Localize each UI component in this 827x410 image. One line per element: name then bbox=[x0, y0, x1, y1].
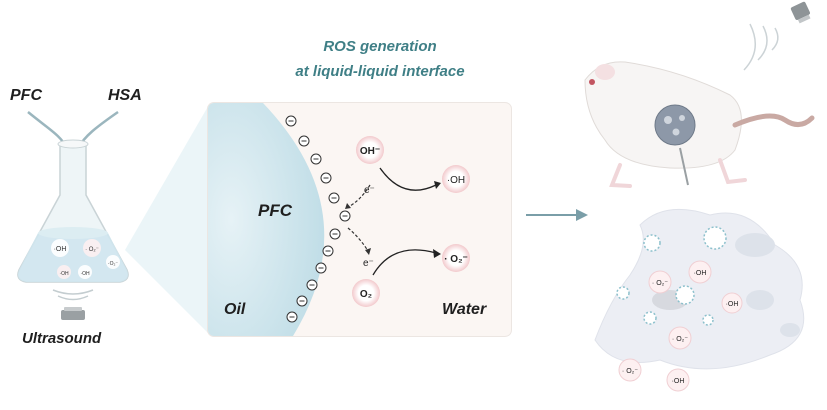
title-line1: ROS generation bbox=[323, 38, 437, 55]
oh-radical-text: ·OH bbox=[447, 175, 465, 186]
flask-droplet bbox=[106, 255, 120, 269]
o2-text: O₂ bbox=[360, 289, 372, 300]
wave-icon bbox=[52, 289, 94, 295]
title-line2: at liquid-liquid interface bbox=[295, 63, 465, 80]
oh-radical-bubble bbox=[442, 165, 470, 193]
flask-droplet bbox=[78, 265, 92, 279]
flask-o2: · O₂⁻ bbox=[85, 247, 99, 253]
needle bbox=[679, 147, 689, 186]
zoom-beam bbox=[125, 103, 210, 335]
oh-minus-text: OH⁻ bbox=[360, 146, 380, 157]
interface-panel: OH⁻ ·OH · O₂⁻ O₂ e⁻ e⁻ PFC Oil Water bbox=[208, 103, 511, 336]
superoxide-bubble bbox=[442, 244, 470, 272]
water-label: Water bbox=[442, 301, 487, 318]
ultrasound-probe-icon bbox=[790, 1, 811, 24]
superoxide-text: · O₂⁻ bbox=[444, 254, 468, 265]
panel-pfc-label: PFC bbox=[258, 201, 292, 220]
reduction-arrow bbox=[372, 249, 437, 276]
mouse-tumor-illustration: · O₂⁻ ·OH ·OH · O₂⁻ · O₂⁻ ·OH bbox=[584, 1, 815, 392]
oil-label: Oil bbox=[224, 301, 246, 318]
hsa-label: HSA bbox=[108, 87, 142, 104]
electron-label-2: e⁻ bbox=[363, 258, 374, 269]
flask-o2b: ·O₂⁻ bbox=[108, 261, 118, 267]
electron-label-1: e⁻ bbox=[364, 185, 375, 196]
wave-icon bbox=[771, 27, 779, 51]
tumor-ros-label: · O₂⁻ bbox=[652, 280, 668, 287]
flask-oh2: ·OH bbox=[59, 271, 69, 277]
ultrasound-label: Ultrasound bbox=[22, 330, 102, 347]
flask-droplet bbox=[57, 265, 71, 279]
oxidation-arrow bbox=[379, 167, 437, 191]
tumor-ros-label: ·OH bbox=[694, 270, 707, 277]
electron-arrow-1 bbox=[347, 184, 371, 208]
flow-arrow bbox=[526, 209, 588, 221]
flask-illustration: ·OH · O₂⁻ ·O₂⁻ ·OH ·OH bbox=[17, 110, 129, 320]
tumor-ros-label: · O₂⁻ bbox=[672, 336, 688, 343]
oh-minus-bubble bbox=[356, 136, 384, 164]
tumor-ros-label: ·OH bbox=[726, 301, 739, 308]
mouse-tail bbox=[732, 113, 815, 128]
o2-bubble bbox=[352, 279, 380, 307]
flask-droplet bbox=[51, 239, 69, 257]
tumor-ros-label: ·OH bbox=[672, 378, 685, 385]
negative-charges bbox=[285, 115, 351, 323]
mouse-eye bbox=[589, 79, 595, 85]
tumor-ros-label: · O₂⁻ bbox=[622, 368, 638, 375]
flask-oh3: ·OH bbox=[80, 271, 90, 277]
tumor-site bbox=[654, 104, 696, 146]
oil-phase bbox=[208, 103, 325, 336]
pfc-label: PFC bbox=[10, 87, 42, 104]
flask-oh: ·OH bbox=[54, 246, 67, 253]
flask-droplet bbox=[83, 239, 101, 257]
interface-diagram: OH⁻ ·OH · O₂⁻ O₂ e⁻ e⁻ bbox=[208, 103, 470, 336]
electron-arrow-2 bbox=[347, 227, 369, 252]
ultrasound-probe bbox=[61, 310, 85, 320]
